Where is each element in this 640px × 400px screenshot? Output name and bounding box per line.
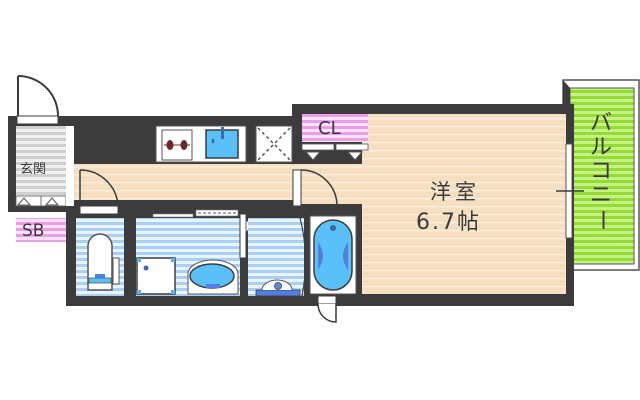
bathtub-icon [313,219,353,291]
entrance-label: 玄関 [20,162,47,177]
washing-machine-icon [136,257,176,295]
hall-door[interactable] [79,169,119,215]
toilet-room [76,218,124,296]
kitchen-counter [155,125,293,163]
closet [301,114,369,161]
western-room-floor [362,114,566,294]
balcony-window[interactable] [556,143,584,239]
closet-label: CL [318,118,341,139]
room-door[interactable] [292,169,338,207]
shower-area [248,217,307,297]
western-room-size: 6.7帖 [416,210,481,235]
western-room-name: 洋室 [430,180,480,204]
entrance-door[interactable] [16,74,60,125]
balcony-label: バ ル コ ニ ー [589,111,614,232]
kitchen-corridor-floor [74,164,296,200]
bathtub [309,215,357,295]
entrance [15,126,74,242]
bathroom-window [317,295,337,323]
toilet-icon [87,233,113,291]
shoe-box-label: SB [22,221,45,241]
shoe-box [16,218,66,242]
washroom [136,209,240,296]
fridge-space-icon [255,125,293,163]
